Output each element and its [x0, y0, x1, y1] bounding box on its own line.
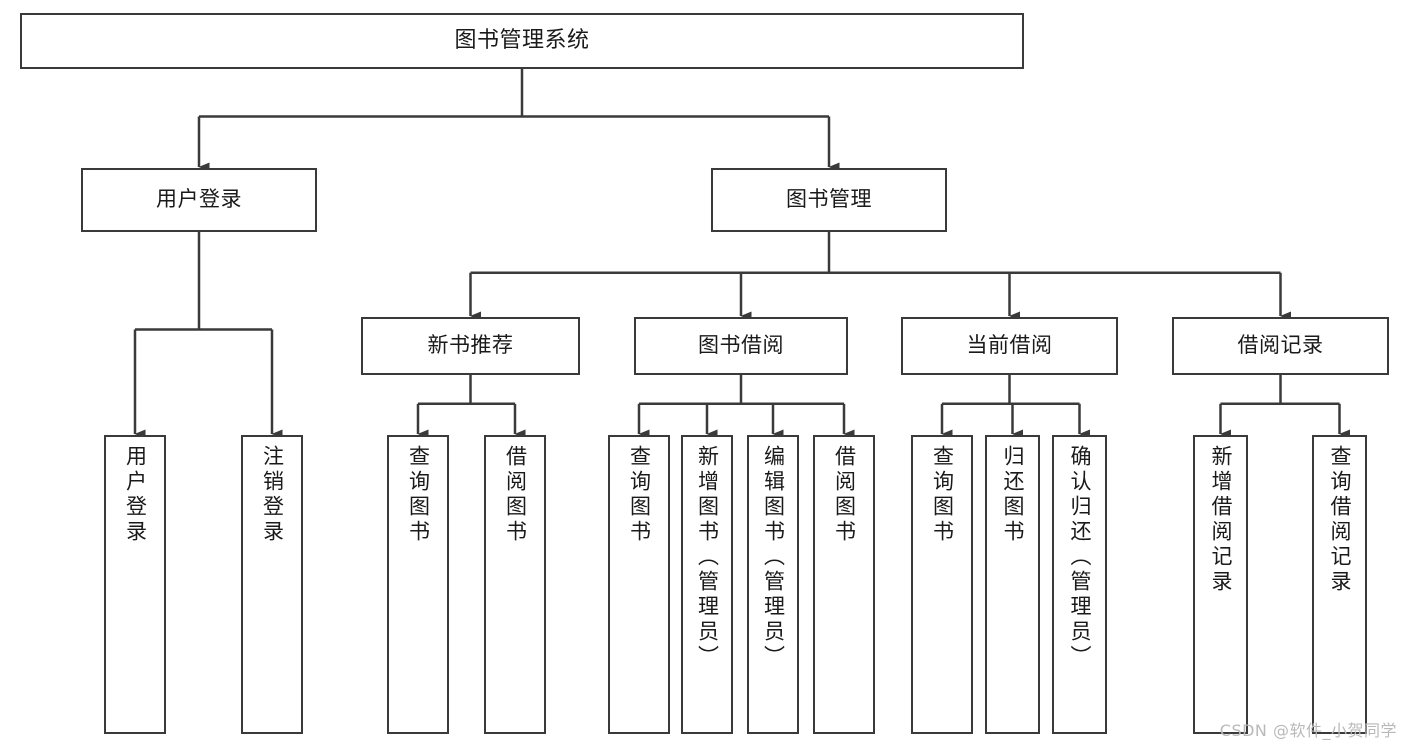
node-label: 新增借阅记录: [1209, 445, 1233, 595]
node-borrow[interactable]: 图书借阅: [634, 317, 848, 375]
node-label: 用户登录: [156, 187, 242, 212]
node-login[interactable]: 用户登录: [81, 168, 317, 232]
node-leaf-bo-borrow[interactable]: 借阅图书: [813, 435, 875, 734]
node-label: 用户登录: [123, 445, 148, 545]
node-newbook[interactable]: 新书推荐: [361, 317, 580, 375]
node-label: 借阅图书: [503, 445, 528, 545]
node-label: 图书管理系统: [454, 27, 590, 53]
node-label: 图书借阅: [698, 333, 784, 358]
node-label: 新书推荐: [427, 333, 514, 358]
node-label: 新增图书（管理员）: [695, 445, 720, 670]
node-label: 确认归还（管理员）: [1068, 445, 1092, 670]
node-label: 查询图书: [930, 445, 955, 545]
node-leaf-bo-add[interactable]: 新增图书（管理员）: [681, 435, 733, 734]
node-bookmgmt[interactable]: 图书管理: [711, 168, 947, 232]
node-leaf-cu-confirm[interactable]: 确认归还（管理员）: [1052, 435, 1107, 734]
node-leaf-re-add[interactable]: 新增借阅记录: [1193, 435, 1248, 734]
node-label: 借阅记录: [1237, 333, 1324, 358]
node-leaf-cu-return[interactable]: 归还图书: [985, 435, 1040, 734]
node-label: 借阅图书: [832, 445, 857, 545]
node-label: 归还图书: [1001, 445, 1025, 545]
node-label: 编辑图书（管理员）: [761, 445, 786, 670]
watermark-text: CSDN @软件_小贺同学: [1219, 721, 1397, 740]
node-records[interactable]: 借阅记录: [1172, 317, 1389, 375]
node-label: 注销登录: [260, 445, 285, 545]
node-leaf-bo-edit[interactable]: 编辑图书（管理员）: [747, 435, 799, 734]
node-leaf-login[interactable]: 用户登录: [104, 435, 166, 734]
node-leaf-nb-query[interactable]: 查询图书: [387, 435, 449, 734]
node-current[interactable]: 当前借阅: [901, 317, 1118, 375]
node-leaf-cu-query[interactable]: 查询图书: [911, 435, 973, 734]
node-leaf-logout[interactable]: 注销登录: [241, 435, 303, 734]
node-label: 图书管理: [786, 187, 872, 212]
node-label: 查询图书: [627, 445, 652, 545]
node-leaf-re-query[interactable]: 查询借阅记录: [1312, 435, 1367, 734]
node-root[interactable]: 图书管理系统: [20, 13, 1024, 69]
node-label: 查询图书: [406, 445, 431, 545]
node-label: 查询借阅记录: [1328, 445, 1352, 595]
node-leaf-nb-borrow[interactable]: 借阅图书: [484, 435, 546, 734]
node-label: 当前借阅: [966, 333, 1053, 358]
node-leaf-bo-query[interactable]: 查询图书: [608, 435, 670, 734]
